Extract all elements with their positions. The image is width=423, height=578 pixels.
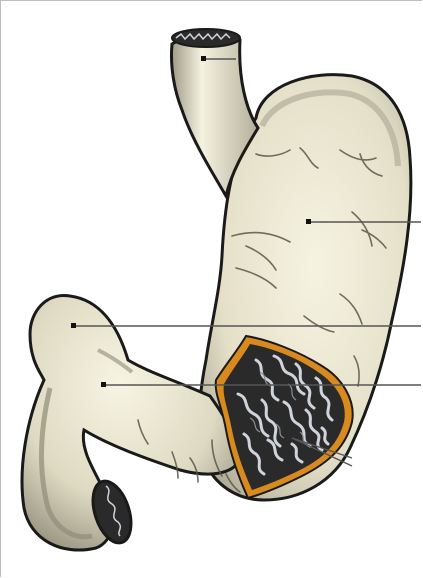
anchor-dot-pylorus [71, 323, 76, 328]
anchor-dot-esophagus [201, 56, 206, 61]
anchor-dot-fundus-body [306, 219, 311, 224]
anchor-dot-duodenum [101, 382, 106, 387]
